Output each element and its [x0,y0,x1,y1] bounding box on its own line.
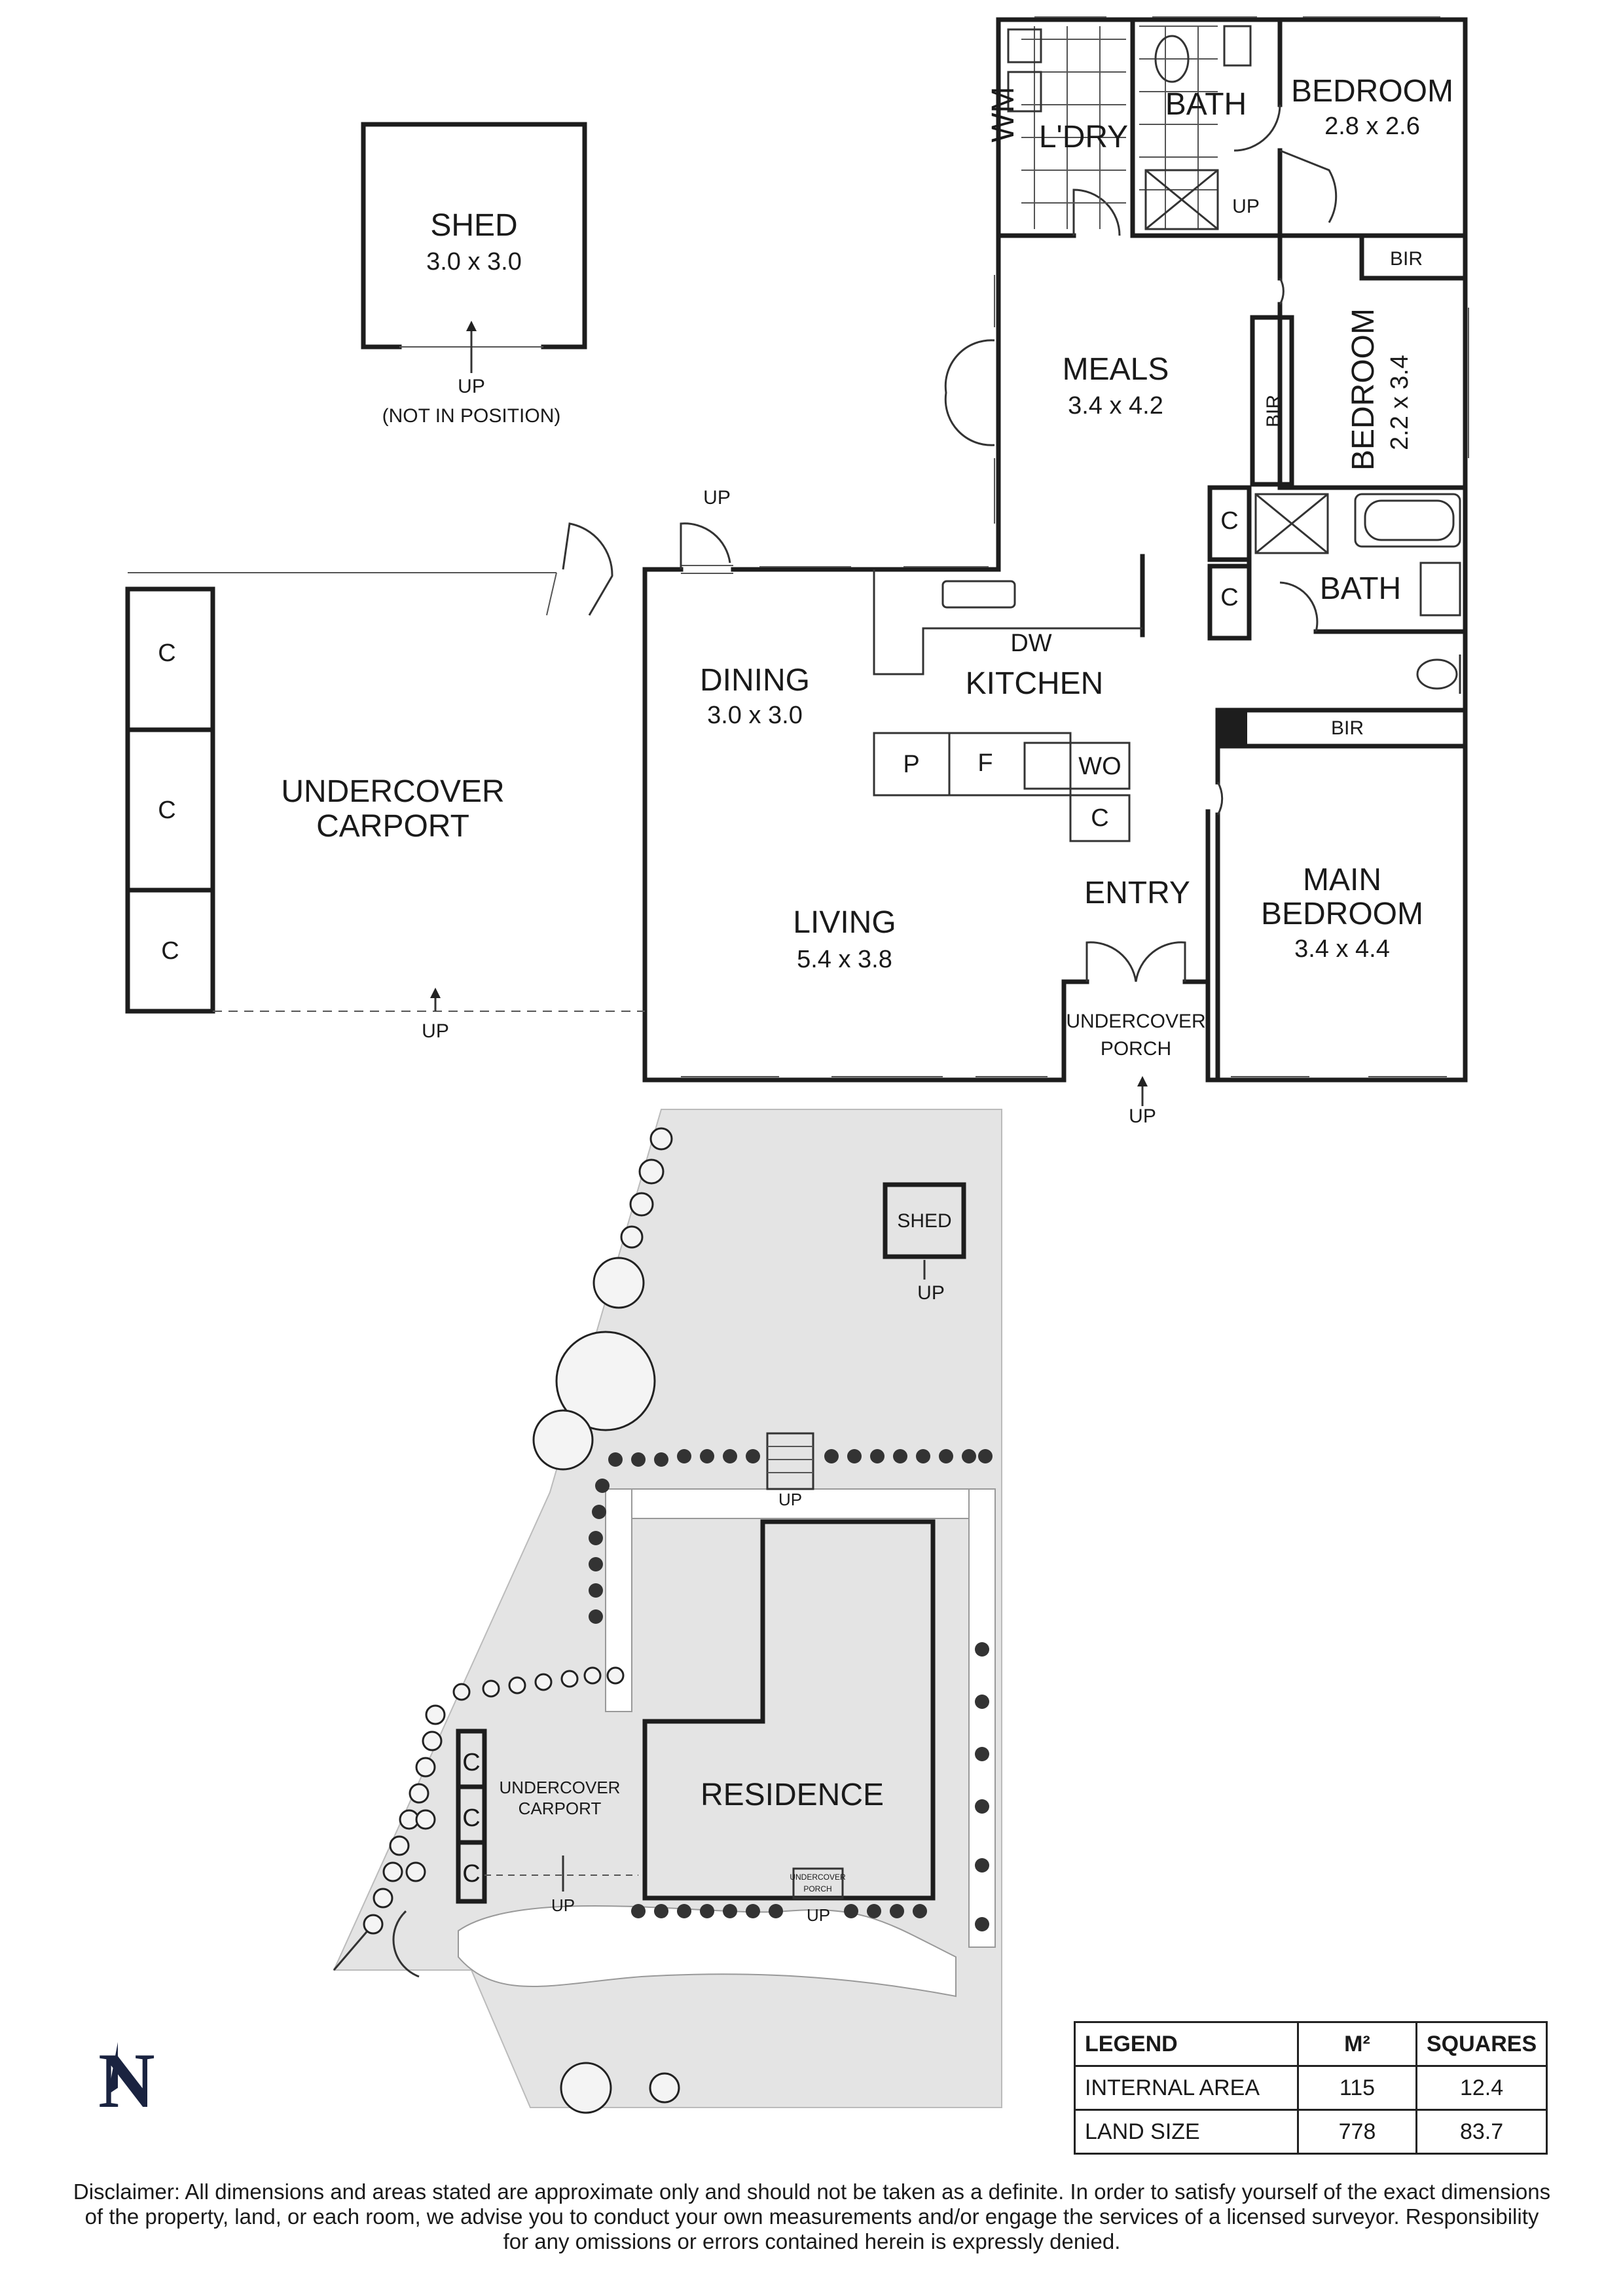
shed-label: SHED [430,208,517,243]
porch-label-1: UNDERCOVER [1066,1011,1205,1032]
pantry-label: P [903,751,919,778]
main-bedroom-label-1: MAIN [1303,863,1381,897]
disclaimer-text: Disclaimer: All dimensions and areas sta… [73,2179,1551,2253]
windows [681,16,1469,1077]
legend-row: INTERNAL AREA 115 12.4 [1074,2065,1548,2111]
shed-up-label: UP [458,376,485,397]
linen-c2-label: C [1220,584,1238,611]
kitchen-label: KITCHEN [966,666,1104,701]
site-porch-label-1: UNDERCOVER [790,1873,846,1882]
legend-row-m2: 115 [1297,2065,1417,2111]
site-carport-up-label: UP [551,1895,575,1915]
bath1-up-label: UP [1232,196,1260,217]
bedroom1-dimensions: 2.8 x 2.6 [1324,113,1420,140]
legend-row-label: INTERNAL AREA [1074,2065,1299,2111]
fridge-label: F [977,749,993,777]
kitchen-c-label: C [1091,804,1108,832]
hedge-dots [589,1449,993,1931]
bir1-label: BIR [1390,248,1423,270]
living-label: LIVING [793,905,896,940]
carport-label-2: CARPORT [316,809,469,844]
house-walls [642,17,1468,1083]
wall-oven-label: WO [1078,753,1121,780]
meals-dimensions: 3.4 x 4.2 [1068,392,1163,420]
carport-up-label: UP [422,1020,449,1042]
bir3-label: BIR [1331,717,1364,739]
entry-label: ENTRY [1084,876,1190,910]
carport: C C C UNDERCOVER CARPORT UP [125,572,645,1042]
bedroom2-dimensions: 2.2 x 3.4 [1386,355,1413,450]
carport-c2-label: C [158,797,175,824]
site-lawn [333,1109,1002,2108]
site-top-up-label: UP [778,1490,802,1509]
kitchen-benches [873,569,1142,842]
main-bedroom-label-2: BEDROOM [1261,897,1423,931]
shed-note: (NOT IN POSITION) [382,405,561,427]
dw-label: DW [1010,630,1051,657]
site-porch-label-2: PORCH [803,1884,831,1893]
living-dimensions: 5.4 x 3.8 [797,946,892,973]
site-c3-label: C [462,1860,480,1888]
legend-header-m2: M² [1297,2021,1417,2067]
shed-dimensions: 3.0 x 3.0 [426,248,522,276]
dining-up-label: UP [703,487,731,509]
linen-c1-label: C [1220,507,1238,535]
shed: SHED 3.0 x 3.0 UP (NOT IN POSITION) [361,122,587,427]
bath2-label: BATH [1320,571,1401,606]
bedroom1-label: BEDROOM [1291,74,1453,109]
legend-row: LAND SIZE 778 83.7 [1074,2109,1548,2155]
main-bedroom-dimensions: 3.4 x 4.4 [1294,935,1390,963]
site-c2-label: C [462,1804,480,1832]
bath1-label: BATH [1165,87,1247,122]
bedroom2-label: BEDROOM [1346,308,1381,471]
residence-label: RESIDENCE [701,1778,884,1812]
north-arrow-icon [108,2042,118,2094]
bath2-fixtures [1254,493,1461,694]
porch-label-2: PORCH [1101,1038,1171,1060]
site-porch-up-label: UP [807,1905,830,1925]
site-shed-label: SHED [897,1210,951,1232]
dining-dimensions: 3.0 x 3.0 [707,702,803,729]
legend-row-squares: 12.4 [1415,2065,1548,2111]
bir2-label: BIR [1263,395,1285,427]
meals-label: MEALS [1063,352,1169,387]
legend-header-squares: SQUARES [1415,2021,1548,2067]
carport-c3-label: C [161,937,179,965]
legend-table: LEGEND M² SQUARES INTERNAL AREA 115 12.4… [1074,2021,1548,2155]
carport-c1-label: C [158,639,175,667]
compass-label: N [98,2037,155,2124]
legend-row-m2: 778 [1297,2109,1417,2155]
legend-row-squares: 83.7 [1415,2109,1548,2155]
door-swings [562,104,1338,982]
site-carport-label-1: UNDERCOVER [500,1778,621,1797]
porch-up-label: UP [1129,1105,1156,1127]
legend-row-label: LAND SIZE [1074,2109,1299,2155]
legend-header-label: LEGEND [1074,2021,1299,2067]
site-c1-label: C [462,1749,480,1776]
site-carport-label-2: CARPORT [519,1799,602,1818]
site-plan: SHED UP RESIDENCE UP C C C UNDERCOVER CA… [333,1109,1002,2108]
dining-label: DINING [700,663,810,698]
site-shed-up-label: UP [917,1282,945,1304]
legend-header-row: LEGEND M² SQUARES [1074,2021,1548,2067]
room-labels: WM L'DRY BATH UP BEDROOM 2.8 x 2.6 BIR M… [700,74,1453,1127]
carport-label-1: UNDERCOVER [281,774,504,809]
laundry-tiles [1007,25,1252,230]
laundry-wm-label: WM [986,86,1021,142]
laundry-label: L'DRY [1039,120,1128,154]
landscaping [363,1127,680,2114]
